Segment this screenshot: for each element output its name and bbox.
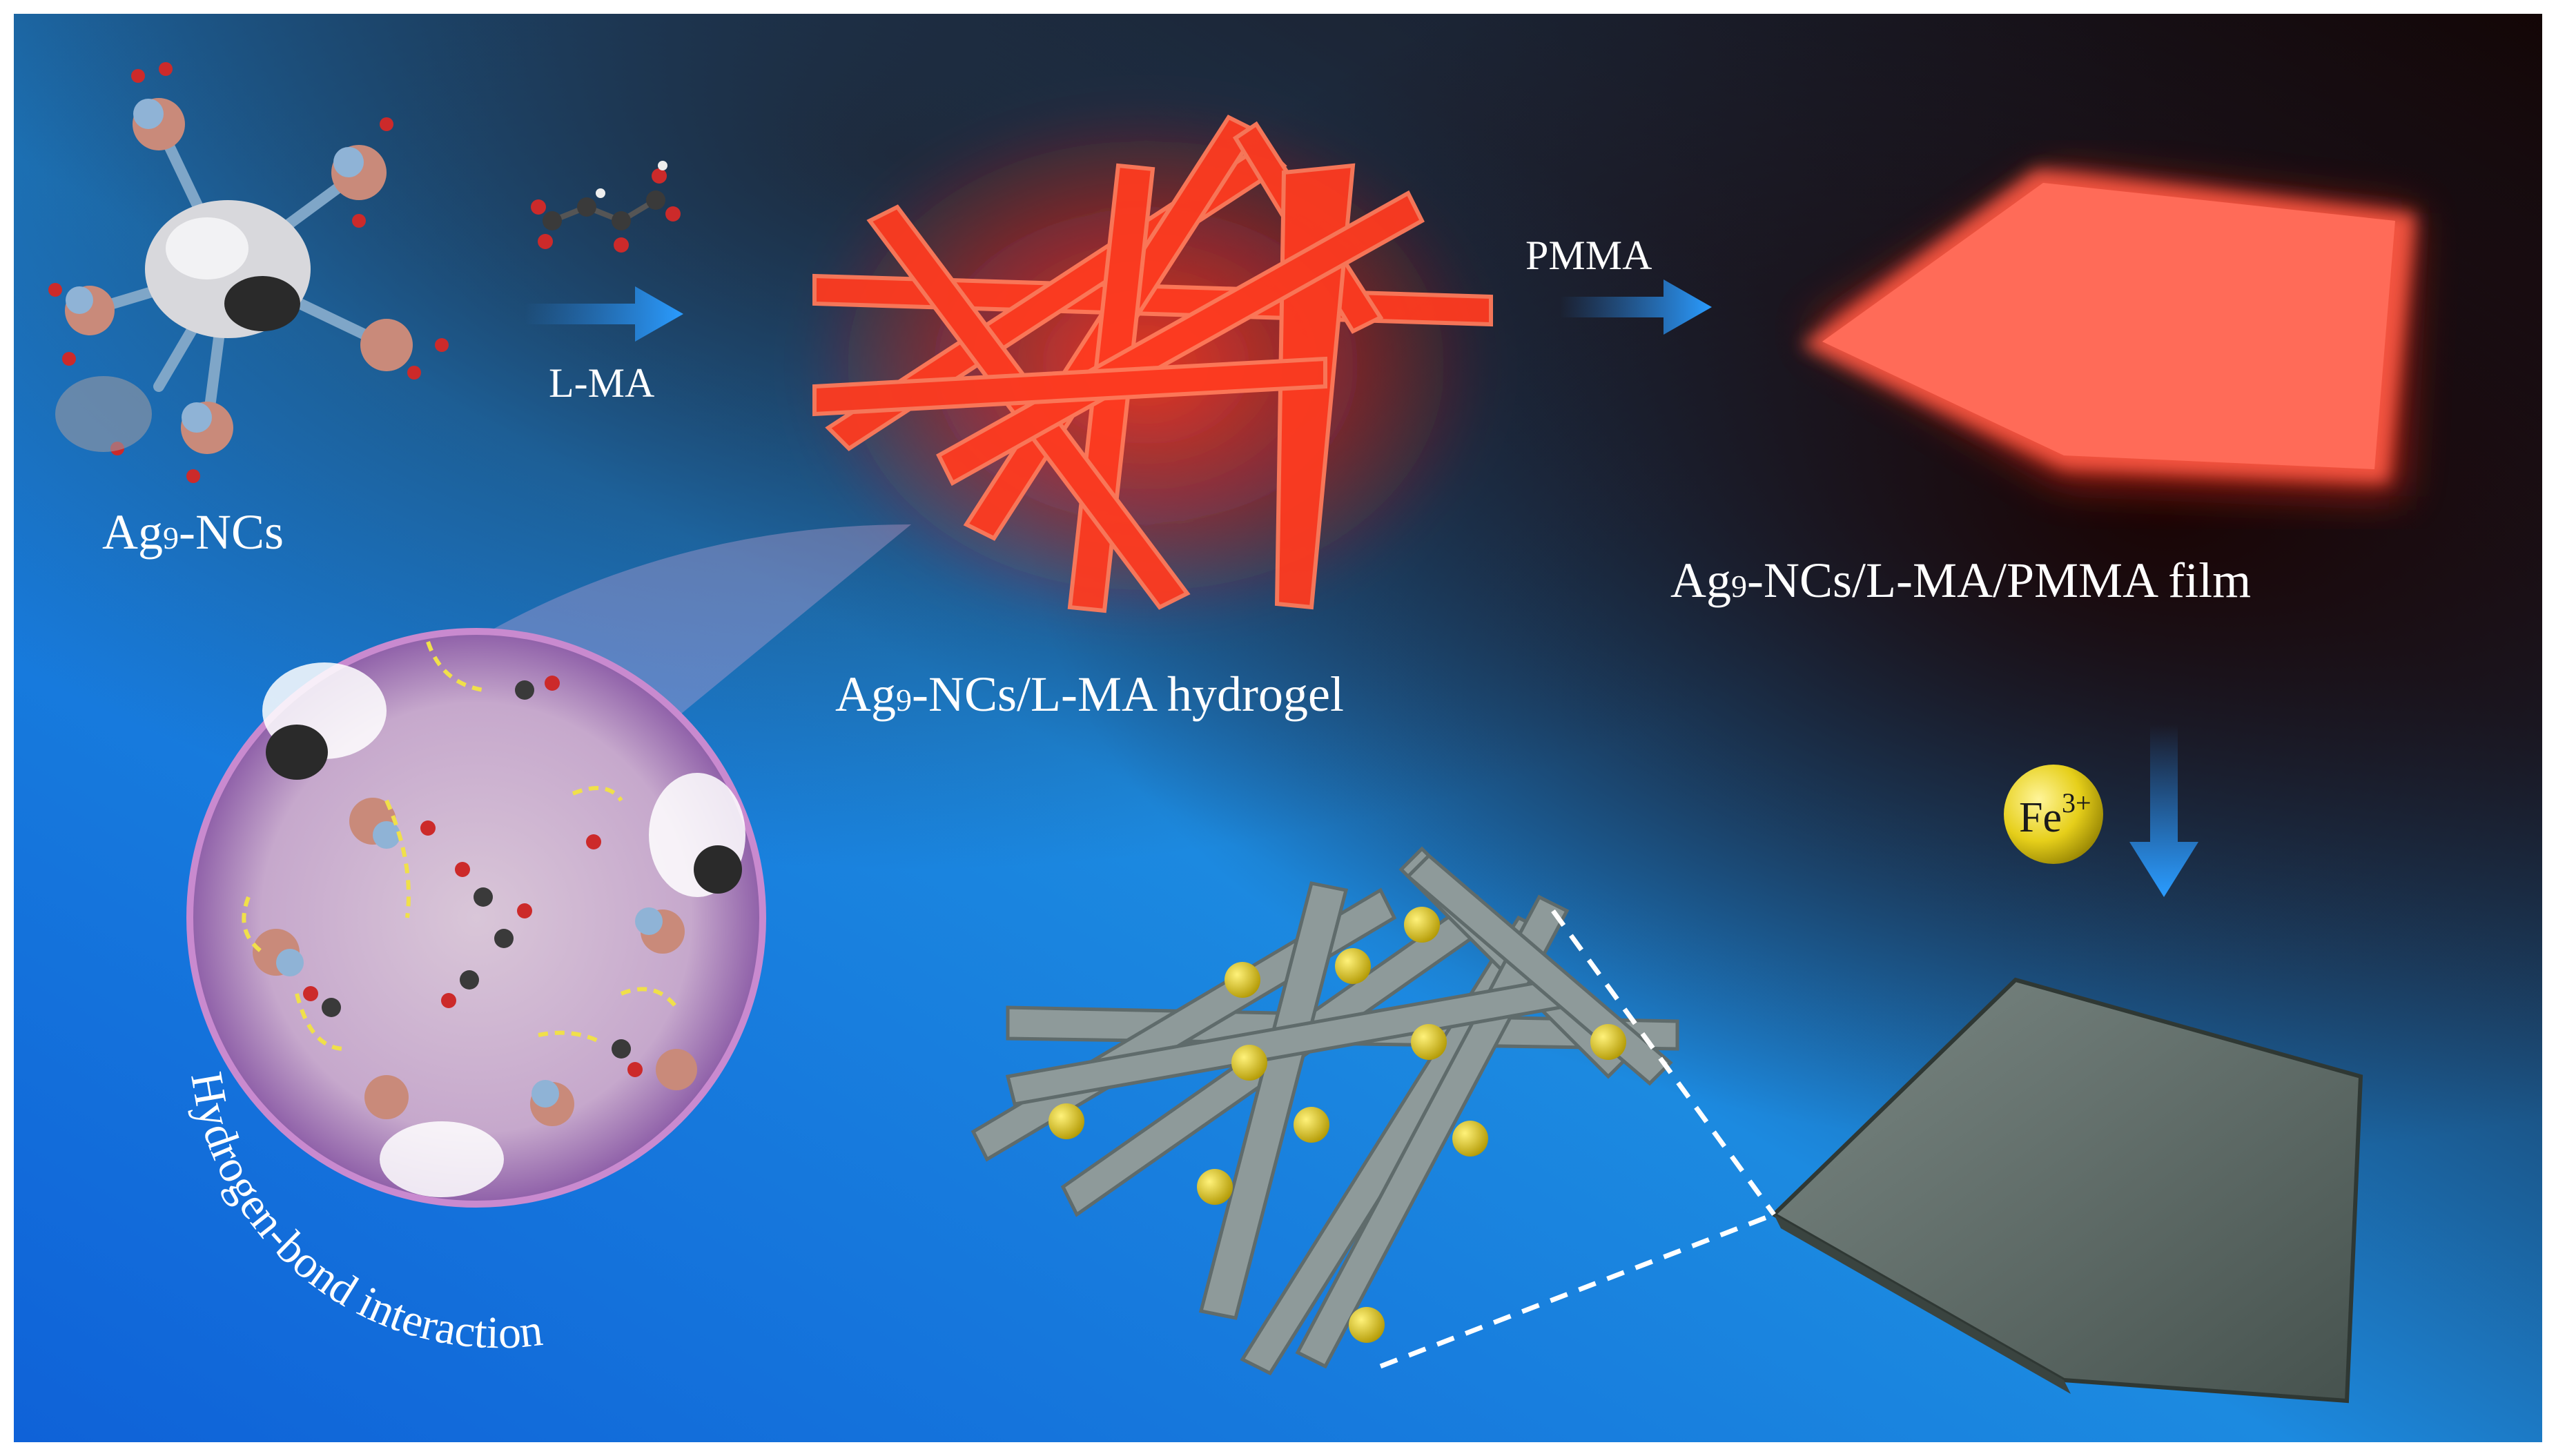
- pmma-label: PMMA: [1525, 233, 1652, 278]
- hydrogel-label: Ag9-NCs/L-MA hydrogel: [835, 667, 1344, 722]
- pmma-arrow-icon: [1560, 279, 1712, 335]
- l-ma-label: L-MA: [549, 360, 654, 406]
- hydrogen-bond-zoom: [186, 524, 911, 1208]
- fe-arrow-icon: [2129, 725, 2198, 897]
- l-ma-arrow-icon: [525, 286, 683, 342]
- ag9-ncs-label: Ag9-NCs: [102, 504, 284, 560]
- glowing-film: [1802, 169, 2416, 497]
- l-malic-acid-molecule-icon: [531, 161, 681, 253]
- quenched-rods: [970, 846, 1679, 1376]
- fe-ion-label: Fe3+: [2019, 787, 2091, 841]
- quenched-film: [1770, 977, 2363, 1404]
- ag9-nanocluster-molecule-icon: [48, 62, 449, 483]
- fe3-ion-sphere-icon: [2004, 765, 2103, 864]
- zoom-dashed-lines: [1379, 909, 1776, 1369]
- film-label: Ag9-NCs/L-MA/PMMA film: [1670, 553, 2251, 608]
- hydrogel-rods: [801, 104, 1493, 628]
